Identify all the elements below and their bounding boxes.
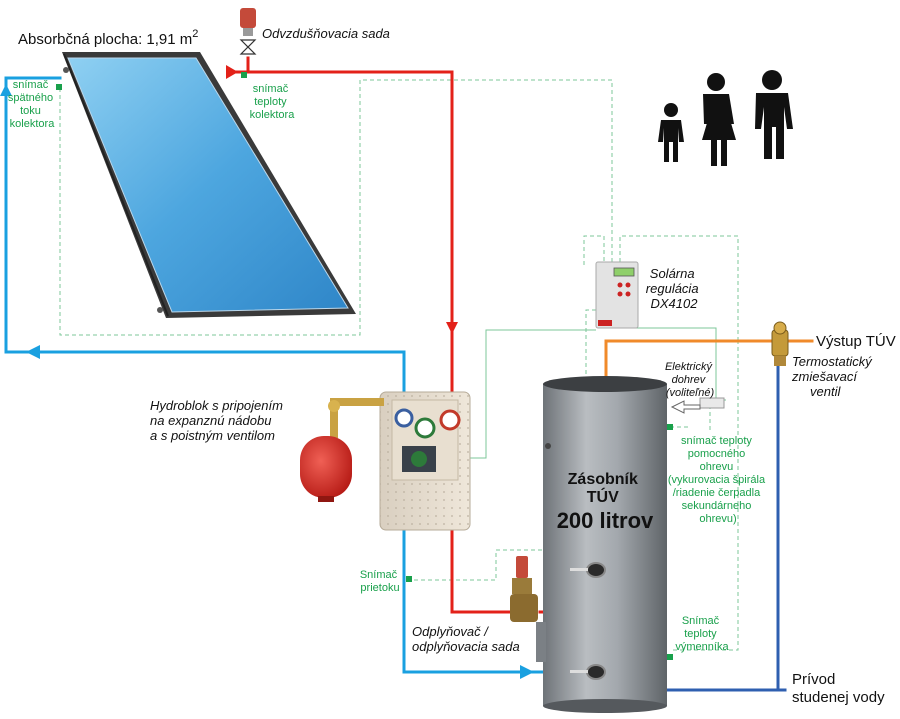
hydroblock — [328, 391, 471, 531]
family-icon — [658, 70, 793, 166]
flow-arrows — [0, 65, 534, 679]
arrow-hot-right — [226, 65, 238, 79]
arrow-return-right — [520, 665, 534, 679]
controller-label: Solárna regulácia DX4102 — [646, 266, 702, 311]
aux-sensor-label: snímač teploty pomocného ohrevu (vykurov… — [668, 435, 768, 525]
deaeration-set-label: Odvzdušňovacia sada — [262, 26, 390, 41]
return-sensor-label: snímač spätného toku kolektora — [8, 79, 56, 130]
air-vent-icon — [239, 8, 257, 55]
flow-sensor-label: Snímač prietoku — [360, 569, 400, 594]
tank-label: Zásobník TÚV 200 litrov — [557, 471, 654, 533]
exchanger-sensor-label: Snímač teploty výmenníka — [675, 615, 729, 653]
expansion-vessel-icon — [300, 436, 352, 502]
return-pipe — [4, 76, 406, 392]
pipes — [4, 56, 814, 692]
arrow-return-left — [26, 345, 40, 359]
storage-tank — [536, 376, 667, 713]
arrow-return-up — [0, 84, 12, 96]
labels: Absorbčná plocha: 1,91 m2 Odvzdušňovacia… — [8, 26, 896, 706]
hydroblock-label: Hydroblok s pripojením na expanznú nádob… — [150, 398, 287, 443]
degasser-icon — [510, 556, 538, 622]
electric-heater-icon — [670, 397, 725, 414]
collector-sensor-label: snímač teploty kolektora — [250, 83, 296, 121]
sensor-wires — [59, 70, 739, 651]
dhw-pipe — [604, 339, 774, 382]
hot-pipe — [226, 70, 512, 614]
hot-water-outlet-label: Výstup TÚV — [816, 333, 896, 350]
sensor-markers — [56, 72, 673, 660]
degasser-label: Odplyňovač / odplyňovacia sada — [412, 624, 520, 654]
electric-heater-label: Elektrický dohrev (voliteľné) — [665, 361, 715, 399]
mixing-valve-icon — [771, 321, 789, 366]
absorption-area-label: Absorbčná plocha: 1,91 m2 — [18, 28, 198, 48]
solar-collector — [62, 52, 356, 318]
arrow-hot-down — [446, 322, 458, 334]
mixing-valve-label: Termostatický zmiešavací ventil — [791, 354, 875, 399]
cold-water-inlet-label: Prívod studenej vody — [792, 671, 885, 706]
solar-controller — [595, 261, 639, 329]
